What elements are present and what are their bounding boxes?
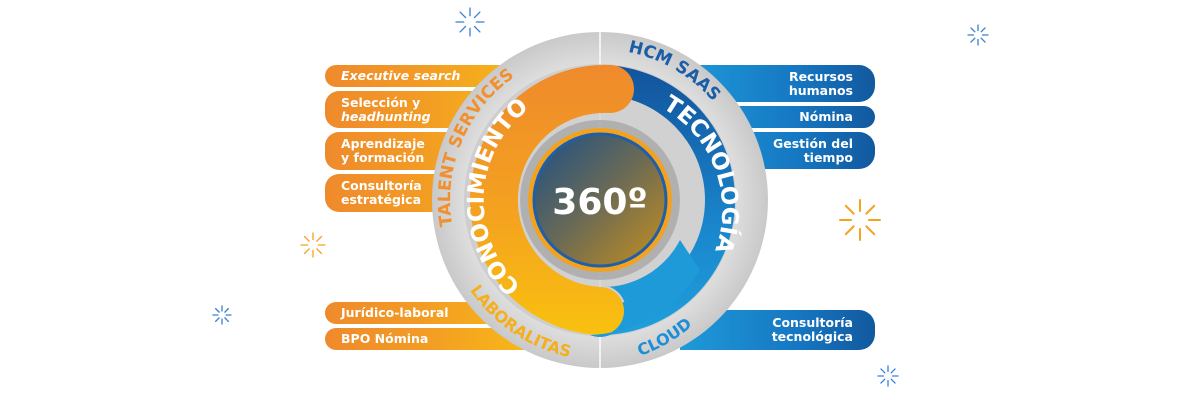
item-label: Consultoría bbox=[772, 315, 853, 330]
item-label: Jurídico-laboral bbox=[341, 305, 449, 320]
sparkle-icon bbox=[967, 24, 989, 46]
service-item-executive-search: Executive search bbox=[325, 65, 525, 87]
sparkle-icon bbox=[839, 199, 881, 241]
item-label: Nómina bbox=[799, 109, 853, 124]
item-label: Consultoría bbox=[341, 178, 422, 193]
item-label: BPO Nómina bbox=[341, 331, 429, 346]
item-label: Aprendizaje bbox=[341, 136, 425, 151]
item-label: Recursos bbox=[788, 68, 853, 84]
service-item-bpo-nomina: BPO Nómina bbox=[325, 328, 525, 350]
item-label: Selección y bbox=[341, 94, 421, 110]
sparkle-icon bbox=[877, 365, 899, 387]
item-label: headhunting bbox=[341, 108, 431, 124]
item-label: estratégica bbox=[341, 192, 422, 207]
sparkle-decorations bbox=[212, 7, 989, 387]
item-label: tecnológica bbox=[771, 329, 853, 344]
item-label: y formación bbox=[341, 150, 425, 165]
item-label: Executive search bbox=[341, 68, 461, 83]
sparkle-icon bbox=[300, 232, 326, 258]
conocimiento-ring bbox=[469, 64, 634, 336]
tecnologia-ring bbox=[600, 65, 735, 335]
item-label: tiempo bbox=[803, 149, 853, 165]
sparkle-icon bbox=[212, 305, 232, 325]
center-label: 360º bbox=[552, 182, 647, 223]
sparkle-icon bbox=[455, 7, 485, 37]
center-disc bbox=[532, 132, 668, 268]
item-label: Gestión del bbox=[773, 135, 853, 151]
item-label: humanos bbox=[788, 82, 853, 98]
